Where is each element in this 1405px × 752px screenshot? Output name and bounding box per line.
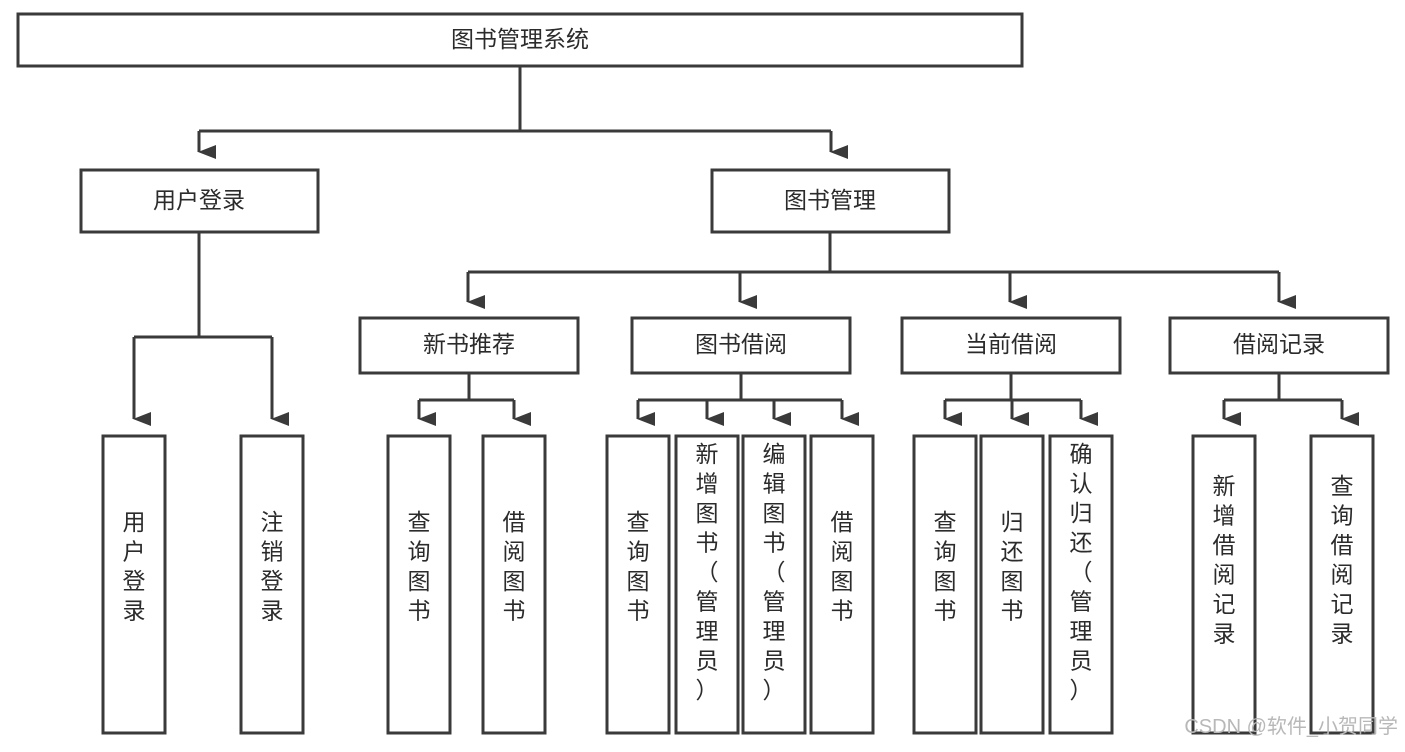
leaf-add-book-box — [674, 434, 740, 735]
leaf-query-book-2-box — [605, 434, 671, 735]
leaf-query-book-3-label: 查询图书 — [934, 509, 957, 624]
node-user-login-label: 用户登录 — [153, 187, 245, 213]
leaf-return-book-label: 归还图书 — [1001, 509, 1024, 624]
leaf-borrow-book-2[interactable]: 借阅图书 — [809, 434, 875, 735]
leaf-user-login-box — [101, 434, 167, 735]
leaf-user-login-label: 用户登录 — [123, 509, 146, 624]
leaf-borrow-book-1[interactable]: 借阅图书 — [481, 434, 547, 735]
leaf-borrow-book-1-box — [481, 434, 547, 735]
leaf-add-book[interactable]: 新增图书（管理员） — [674, 434, 740, 735]
node-new-book-recommend[interactable]: 新书推荐 — [358, 316, 580, 375]
leaf-confirm-return[interactable]: 确认归还（管理员） — [1048, 434, 1114, 735]
leaf-logout-login[interactable]: 注销登录 — [239, 434, 305, 735]
leaf-logout-login-label: 注销登录 — [261, 509, 284, 624]
leaf-query-book-3-box — [912, 434, 978, 735]
leaf-query-book-2[interactable]: 查询图书 — [605, 434, 671, 735]
node-new-book-recommend-label: 新书推荐 — [423, 331, 515, 357]
leaf-borrow-book-2-box — [809, 434, 875, 735]
node-book-borrow[interactable]: 图书借阅 — [630, 316, 852, 375]
leaf-confirm-return-label: 确认归还（管理员） — [1070, 441, 1093, 703]
leaf-query-book-1-label: 查询图书 — [408, 509, 431, 624]
watermark-label: CSDN @软件_小贺同学 — [1184, 715, 1398, 738]
node-root-label: 图书管理系统 — [451, 26, 589, 52]
leaf-query-record-label: 查询借阅记录 — [1331, 473, 1354, 647]
node-book-borrow-box — [630, 316, 852, 375]
leaf-add-record[interactable]: 新增借阅记录 — [1191, 434, 1257, 735]
leaf-return-book-box — [979, 434, 1045, 735]
node-book-borrow-label: 图书借阅 — [695, 331, 787, 357]
node-book-management-box — [710, 168, 951, 234]
leaf-logout-login-box — [239, 434, 305, 735]
leaf-confirm-return-box — [1048, 434, 1114, 735]
node-current-borrow-box — [900, 316, 1122, 375]
node-borrow-record-label: 借阅记录 — [1233, 331, 1325, 357]
node-current-borrow-label: 当前借阅 — [965, 331, 1057, 357]
node-user-login[interactable]: 用户登录 — [79, 168, 320, 234]
leaf-borrow-book-2-label: 借阅图书 — [831, 509, 854, 624]
leaf-add-record-label: 新增借阅记录 — [1213, 473, 1236, 647]
leaf-query-book-3[interactable]: 查询图书 — [912, 434, 978, 735]
leaf-query-record-box — [1309, 434, 1375, 735]
leaf-add-record-box — [1191, 434, 1257, 735]
leaf-add-book-label: 新增图书（管理员） — [696, 441, 719, 703]
leaf-query-book-2-label: 查询图书 — [627, 509, 650, 624]
leaf-return-book[interactable]: 归还图书 — [979, 434, 1045, 735]
leaf-user-login[interactable]: 用户登录 — [101, 434, 167, 735]
node-borrow-record-box — [1168, 316, 1390, 375]
leaf-query-book-1-box — [386, 434, 452, 735]
node-borrow-record[interactable]: 借阅记录 — [1168, 316, 1390, 375]
node-current-borrow[interactable]: 当前借阅 — [900, 316, 1122, 375]
node-new-book-recommend-box — [358, 316, 580, 375]
node-root-box — [16, 12, 1024, 68]
node-root[interactable]: 图书管理系统 — [16, 12, 1024, 68]
node-book-management[interactable]: 图书管理 — [710, 168, 951, 234]
leaf-borrow-book-1-label: 借阅图书 — [503, 509, 526, 624]
leaf-edit-book-box — [741, 434, 807, 735]
leaf-query-record[interactable]: 查询借阅记录 — [1309, 434, 1375, 735]
leaf-edit-book-label: 编辑图书（管理员） — [763, 441, 786, 703]
leaf-edit-book[interactable]: 编辑图书（管理员） — [741, 434, 807, 735]
node-book-management-label: 图书管理 — [784, 187, 876, 213]
leaf-query-book-1[interactable]: 查询图书 — [386, 434, 452, 735]
